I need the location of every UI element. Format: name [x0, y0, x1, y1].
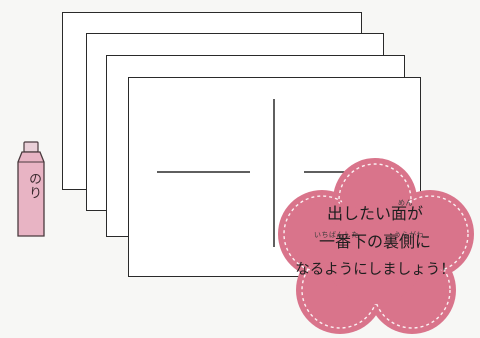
furigana-ichiban-shita: いちばんした	[314, 231, 359, 239]
flower-message-line-1: 出したい面が	[326, 204, 423, 223]
flower-badge-message: 出したい面が 一番下の裏側に なるようにしましょう！	[268, 200, 480, 284]
furigana-uragawa: うらがわ	[394, 231, 424, 239]
furigana-men: めん	[398, 199, 413, 207]
flower-badge-icon	[278, 158, 474, 334]
flower-message-line-3: なるようにしましょう！	[295, 262, 455, 278]
flower-message-line-2: 一番下の裏側に	[318, 232, 431, 251]
glue-tube-label: のり	[26, 172, 41, 200]
glue-tube-icon	[17, 141, 45, 237]
